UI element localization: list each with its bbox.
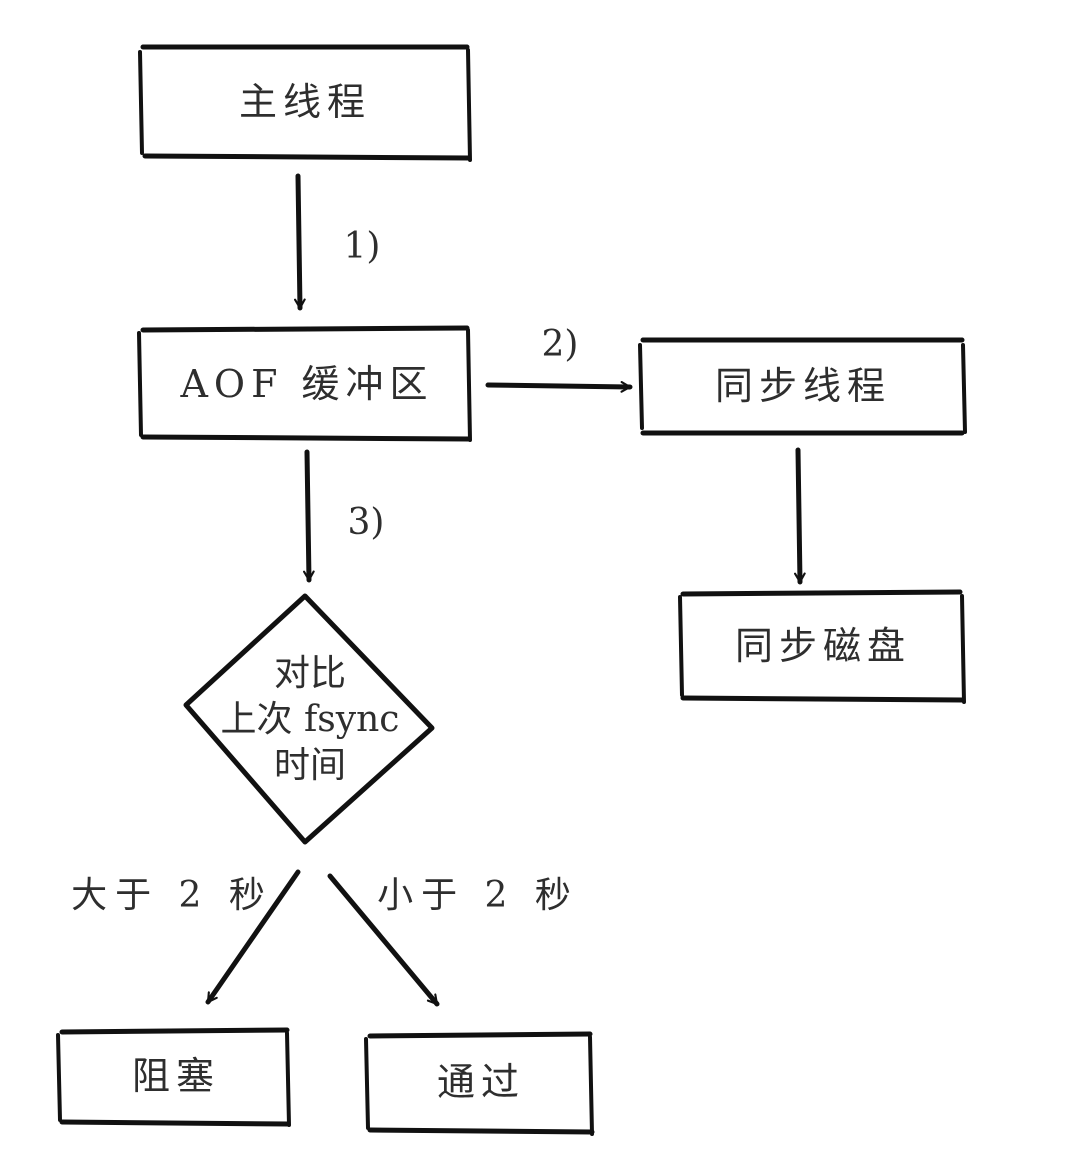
aof-buffer-label: AOF 缓冲区 [180,362,434,406]
arrow-sync-thread-to-disk [794,447,806,585]
arrow-decision-to-block [205,869,301,1005]
decision-diamond [183,593,435,845]
sync-thread-box [638,337,967,436]
decision-label: 对比 上次 fsync 时间 [221,651,400,789]
decision-line-2: 上次 fsync [220,699,400,740]
greater-than-label: 大于 2 秒 [71,875,273,916]
sync-thread-label: 同步线程 [714,364,892,408]
arrow-main-to-aof [294,173,306,311]
step-3-label: 3) [347,502,385,543]
sync-disk-box [678,589,966,704]
main-thread-label: 主线程 [238,80,372,124]
arrow-aof-to-sync-thread [485,381,633,393]
sync-disk-label: 同步磁盘 [734,624,912,668]
step-1-label: 1) [343,226,381,267]
arrow-decision-to-pass [327,873,440,1007]
less-than-label: 小于 2 秒 [377,875,579,916]
aof-buffer-box [137,325,472,442]
decision-line-3: 时间 [273,745,346,786]
block-box [56,1027,291,1127]
arrow-aof-to-decision [303,449,315,583]
block-label: 阻塞 [131,1054,221,1098]
pass-label: 通过 [436,1060,526,1104]
decision-line-1: 对比 [273,653,346,694]
main-thread-box [138,44,472,162]
pass-box [364,1031,595,1136]
step-2-label: 2) [541,324,579,365]
